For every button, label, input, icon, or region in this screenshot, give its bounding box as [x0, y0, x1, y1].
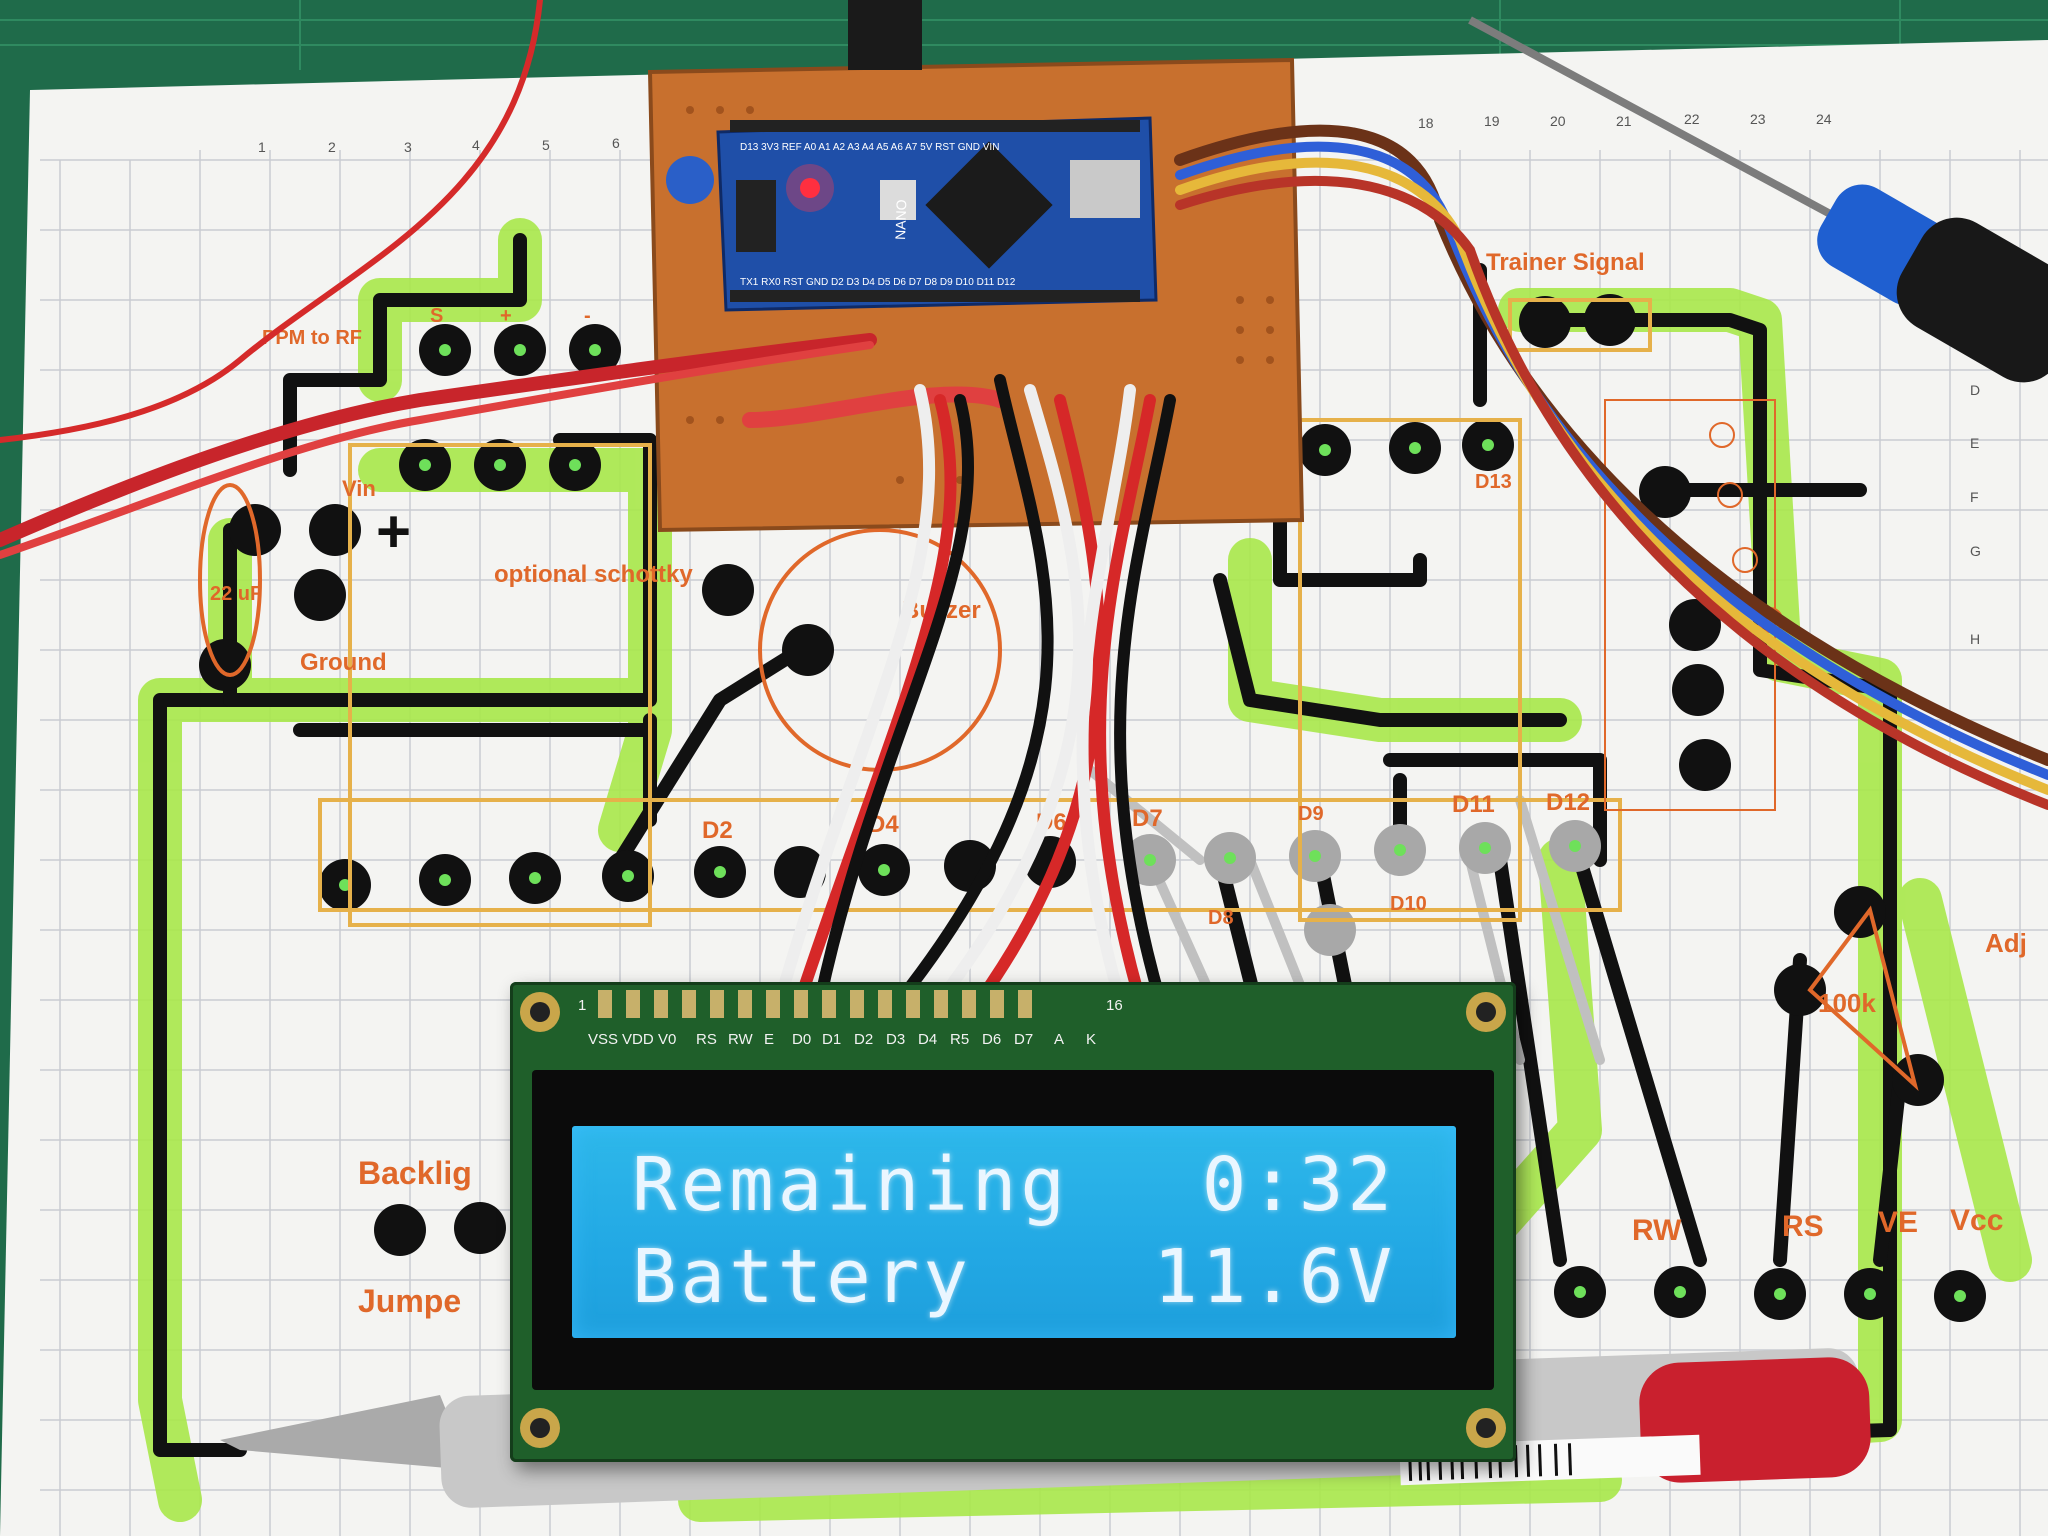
- lcd-pin-label: R5: [950, 1031, 969, 1048]
- lcd-pin-last-label: 16: [1106, 997, 1123, 1014]
- label-d10: D10: [1390, 893, 1427, 915]
- nano-label: NANO: [892, 199, 909, 240]
- lcd-line-2: Battery 11.6V: [632, 1232, 1396, 1322]
- mat-grid: [0, 0, 2048, 70]
- grid-number: 20: [1550, 113, 1566, 129]
- grid-number: 24: [1816, 111, 1832, 127]
- label-plus: +: [500, 305, 512, 327]
- lcd-screen: Remaining 0:32 Battery 11.6V: [572, 1126, 1456, 1338]
- grid-number: 4: [472, 137, 480, 153]
- grid-number: 5: [542, 137, 550, 153]
- nano-top-pin-labels: D13 3V3 REF A0 A1 A2 A3 A4 A5 A6 A7 5V R…: [740, 142, 999, 153]
- icsp-header: [736, 180, 776, 252]
- lcd-pin-label: V0: [658, 1031, 676, 1048]
- label-pot-100k: 100k: [1818, 988, 1876, 1018]
- label-adjust: Adj: [1985, 928, 2027, 958]
- lcd-pin-label: K: [1086, 1031, 1096, 1048]
- power-led: [800, 178, 820, 198]
- label-d7: D7: [1132, 805, 1163, 832]
- lcd-header-strip: 1 16 VSS VDD V0 RS RW E D0 D1 D2 D3 D4 R…: [520, 990, 1506, 1048]
- lcd-battery-label: Battery: [632, 1234, 972, 1320]
- grid-row-letters: D E F G H: [1970, 382, 1981, 647]
- grid-number: 3: [404, 139, 412, 155]
- lcd-pin-label: A: [1054, 1031, 1064, 1048]
- label-backlight: Backlig: [358, 1155, 472, 1191]
- lcd-pin-label: D2: [854, 1031, 873, 1048]
- grid-number: 2: [328, 139, 336, 155]
- label-plus-large: +: [376, 498, 411, 565]
- nano-bottom-pin-labels: TX1 RX0 RST GND D2 D3 D4 D5 D6 D7 D8 D9 …: [740, 277, 1016, 288]
- lcd-remaining-label: Remaining: [632, 1142, 1069, 1228]
- lcd-bottom-mounts: [520, 1408, 1506, 1448]
- grid-column-numbers: 1 2 3 4 5 6 18 19 20 21 22 23 24: [258, 111, 1832, 155]
- grid-number: 18: [1418, 115, 1434, 131]
- lcd-remaining-value: 0:32: [1201, 1142, 1396, 1228]
- lcd-pin-label: D3: [886, 1031, 905, 1048]
- lcd-pin-label: D4: [918, 1031, 937, 1048]
- label-s: S: [430, 305, 443, 327]
- grid-number: 21: [1616, 113, 1632, 129]
- lcd-pin-label: D6: [982, 1031, 1001, 1048]
- lcd-line-1: Remaining 0:32: [632, 1140, 1396, 1230]
- grid-number: 23: [1750, 111, 1766, 127]
- label-d2: D2: [702, 817, 733, 844]
- lcd-pin-first-label: 1: [578, 997, 586, 1014]
- grid-letter: D: [1970, 382, 1980, 398]
- label-optional-schottky: optional schottky: [494, 561, 693, 588]
- label-d9: D9: [1298, 803, 1324, 825]
- screwdriver: [1468, 16, 2048, 383]
- power-connector: [848, 0, 922, 70]
- label-d11: D11: [1452, 791, 1495, 818]
- arduino-nano: NANO D13 3V3 REF A0 A1 A2 A3 A4 A5 A6 A7…: [716, 116, 1158, 312]
- grid-letter: F: [1970, 489, 1979, 505]
- grid-letter: G: [1970, 543, 1981, 559]
- lcd-pin-label: E: [764, 1031, 774, 1048]
- label-rw: RW: [1632, 1214, 1682, 1247]
- label-trainer-signal: Trainer Signal: [1486, 249, 1645, 276]
- lcd-pin-label: RW: [728, 1031, 754, 1048]
- label-jumper: Jumpe: [358, 1283, 461, 1319]
- grid-number: 6: [612, 135, 620, 151]
- lcd-pin-label: D0: [792, 1031, 811, 1048]
- lcd-pin-label: VDD: [622, 1031, 654, 1048]
- grid-letter: H: [1970, 631, 1980, 647]
- usb-connector: [1070, 160, 1140, 218]
- label-ppm-to-rf: PPM to RF: [262, 327, 362, 349]
- grid-number: 1: [258, 139, 266, 155]
- label-minus: -: [584, 305, 591, 327]
- template-labels: PPM to RF S + - Vin + 22 uF optional sch…: [210, 249, 2027, 1319]
- reset-button: [880, 180, 916, 220]
- wires: [0, 0, 2048, 1006]
- pad-holes: [339, 344, 1966, 1302]
- blue-capacitor: [666, 156, 714, 204]
- label-ground: Ground: [300, 649, 387, 676]
- lcd-pin-label: VSS: [588, 1031, 618, 1048]
- label-d13: D13: [1475, 471, 1512, 493]
- grid-number: 22: [1684, 111, 1700, 127]
- label-capacitor: 22 uF: [210, 583, 262, 605]
- power-led-glow: [786, 164, 834, 212]
- label-d12: D12: [1546, 789, 1590, 816]
- label-d8: D8: [1208, 907, 1234, 929]
- label-vin: Vin: [342, 476, 376, 501]
- grid-number: 19: [1484, 113, 1500, 129]
- lcd-pin-label: D7: [1014, 1031, 1033, 1048]
- lcd-pin-label: RS: [696, 1031, 717, 1048]
- label-vcc: Vcc: [1950, 1204, 2003, 1237]
- label-rs: RS: [1782, 1210, 1824, 1243]
- lcd-battery-value: 11.6V: [1153, 1234, 1396, 1320]
- lcd-pin-label: D1: [822, 1031, 841, 1048]
- label-ve: VE: [1878, 1206, 1918, 1239]
- grid-letter: E: [1970, 435, 1979, 451]
